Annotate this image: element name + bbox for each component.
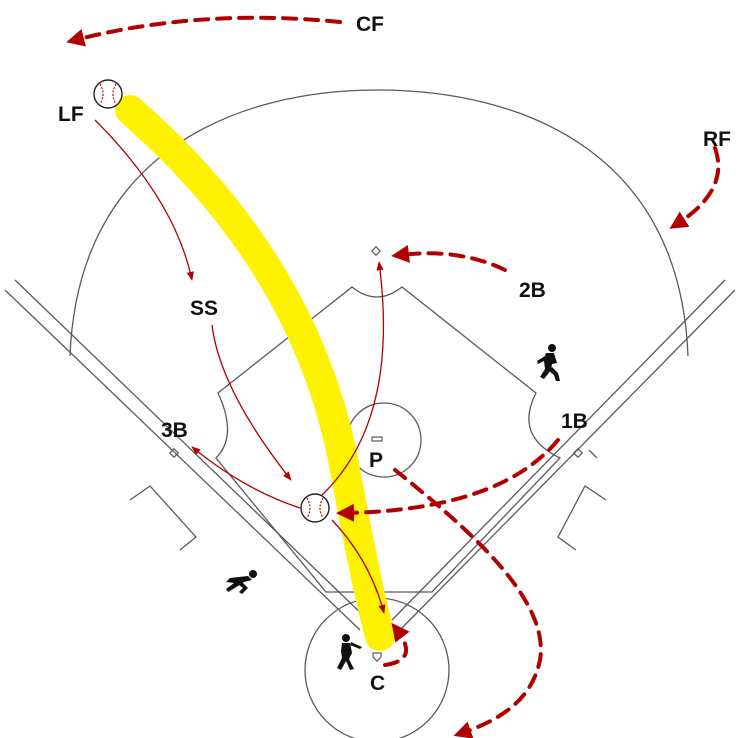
outfield-fence [69,89,689,357]
label-c: C [370,672,385,695]
label-2b: 2B [519,279,546,302]
runner-silhouette-icon [226,570,257,594]
third-base [168,447,180,459]
ball-flight-path [115,95,395,651]
first-base-line-mark [588,449,598,459]
throw-lines [94,119,386,614]
throw-relay-to-home [331,519,386,614]
home-plate [372,652,382,662]
throw-lf-to-ss [94,119,194,281]
label-p: P [369,449,383,472]
1b-movement-arrow [336,438,560,522]
pitchers-rubber [371,436,383,442]
label-cf: CF [356,13,384,36]
p-movement-arrow [393,468,543,738]
rf-movement-arrow [669,146,721,229]
label-1b: 1B [561,410,588,433]
label-lf: LF [58,103,84,126]
2b-movement-arrow [391,245,507,272]
right-foul-line-inner [391,279,726,621]
label-rf: RF [703,128,731,151]
runner-silhouette-icon [537,344,560,381]
label-3b: 3B [161,419,188,442]
infield-dirt [215,286,562,593]
right-foul-line-outer [399,289,736,631]
left-foul-line-outer [4,289,361,631]
first-base-dugout [557,485,607,551]
first-base [572,447,584,459]
throw-relay-to-third [191,446,301,509]
cf-movement-arrow [66,15,342,47]
baseball-icon [93,79,123,109]
throw-ss-to-relay [211,324,292,481]
second-base [370,245,382,257]
c-movement-arrow [383,622,410,667]
field [4,89,736,738]
batter-silhouette-icon [337,634,362,670]
movement-arrows [66,15,721,738]
label-ss: SS [190,297,218,320]
throw-relay-to-second [321,261,385,496]
baseball-icon [300,493,330,523]
third-base-dugout [129,485,197,551]
